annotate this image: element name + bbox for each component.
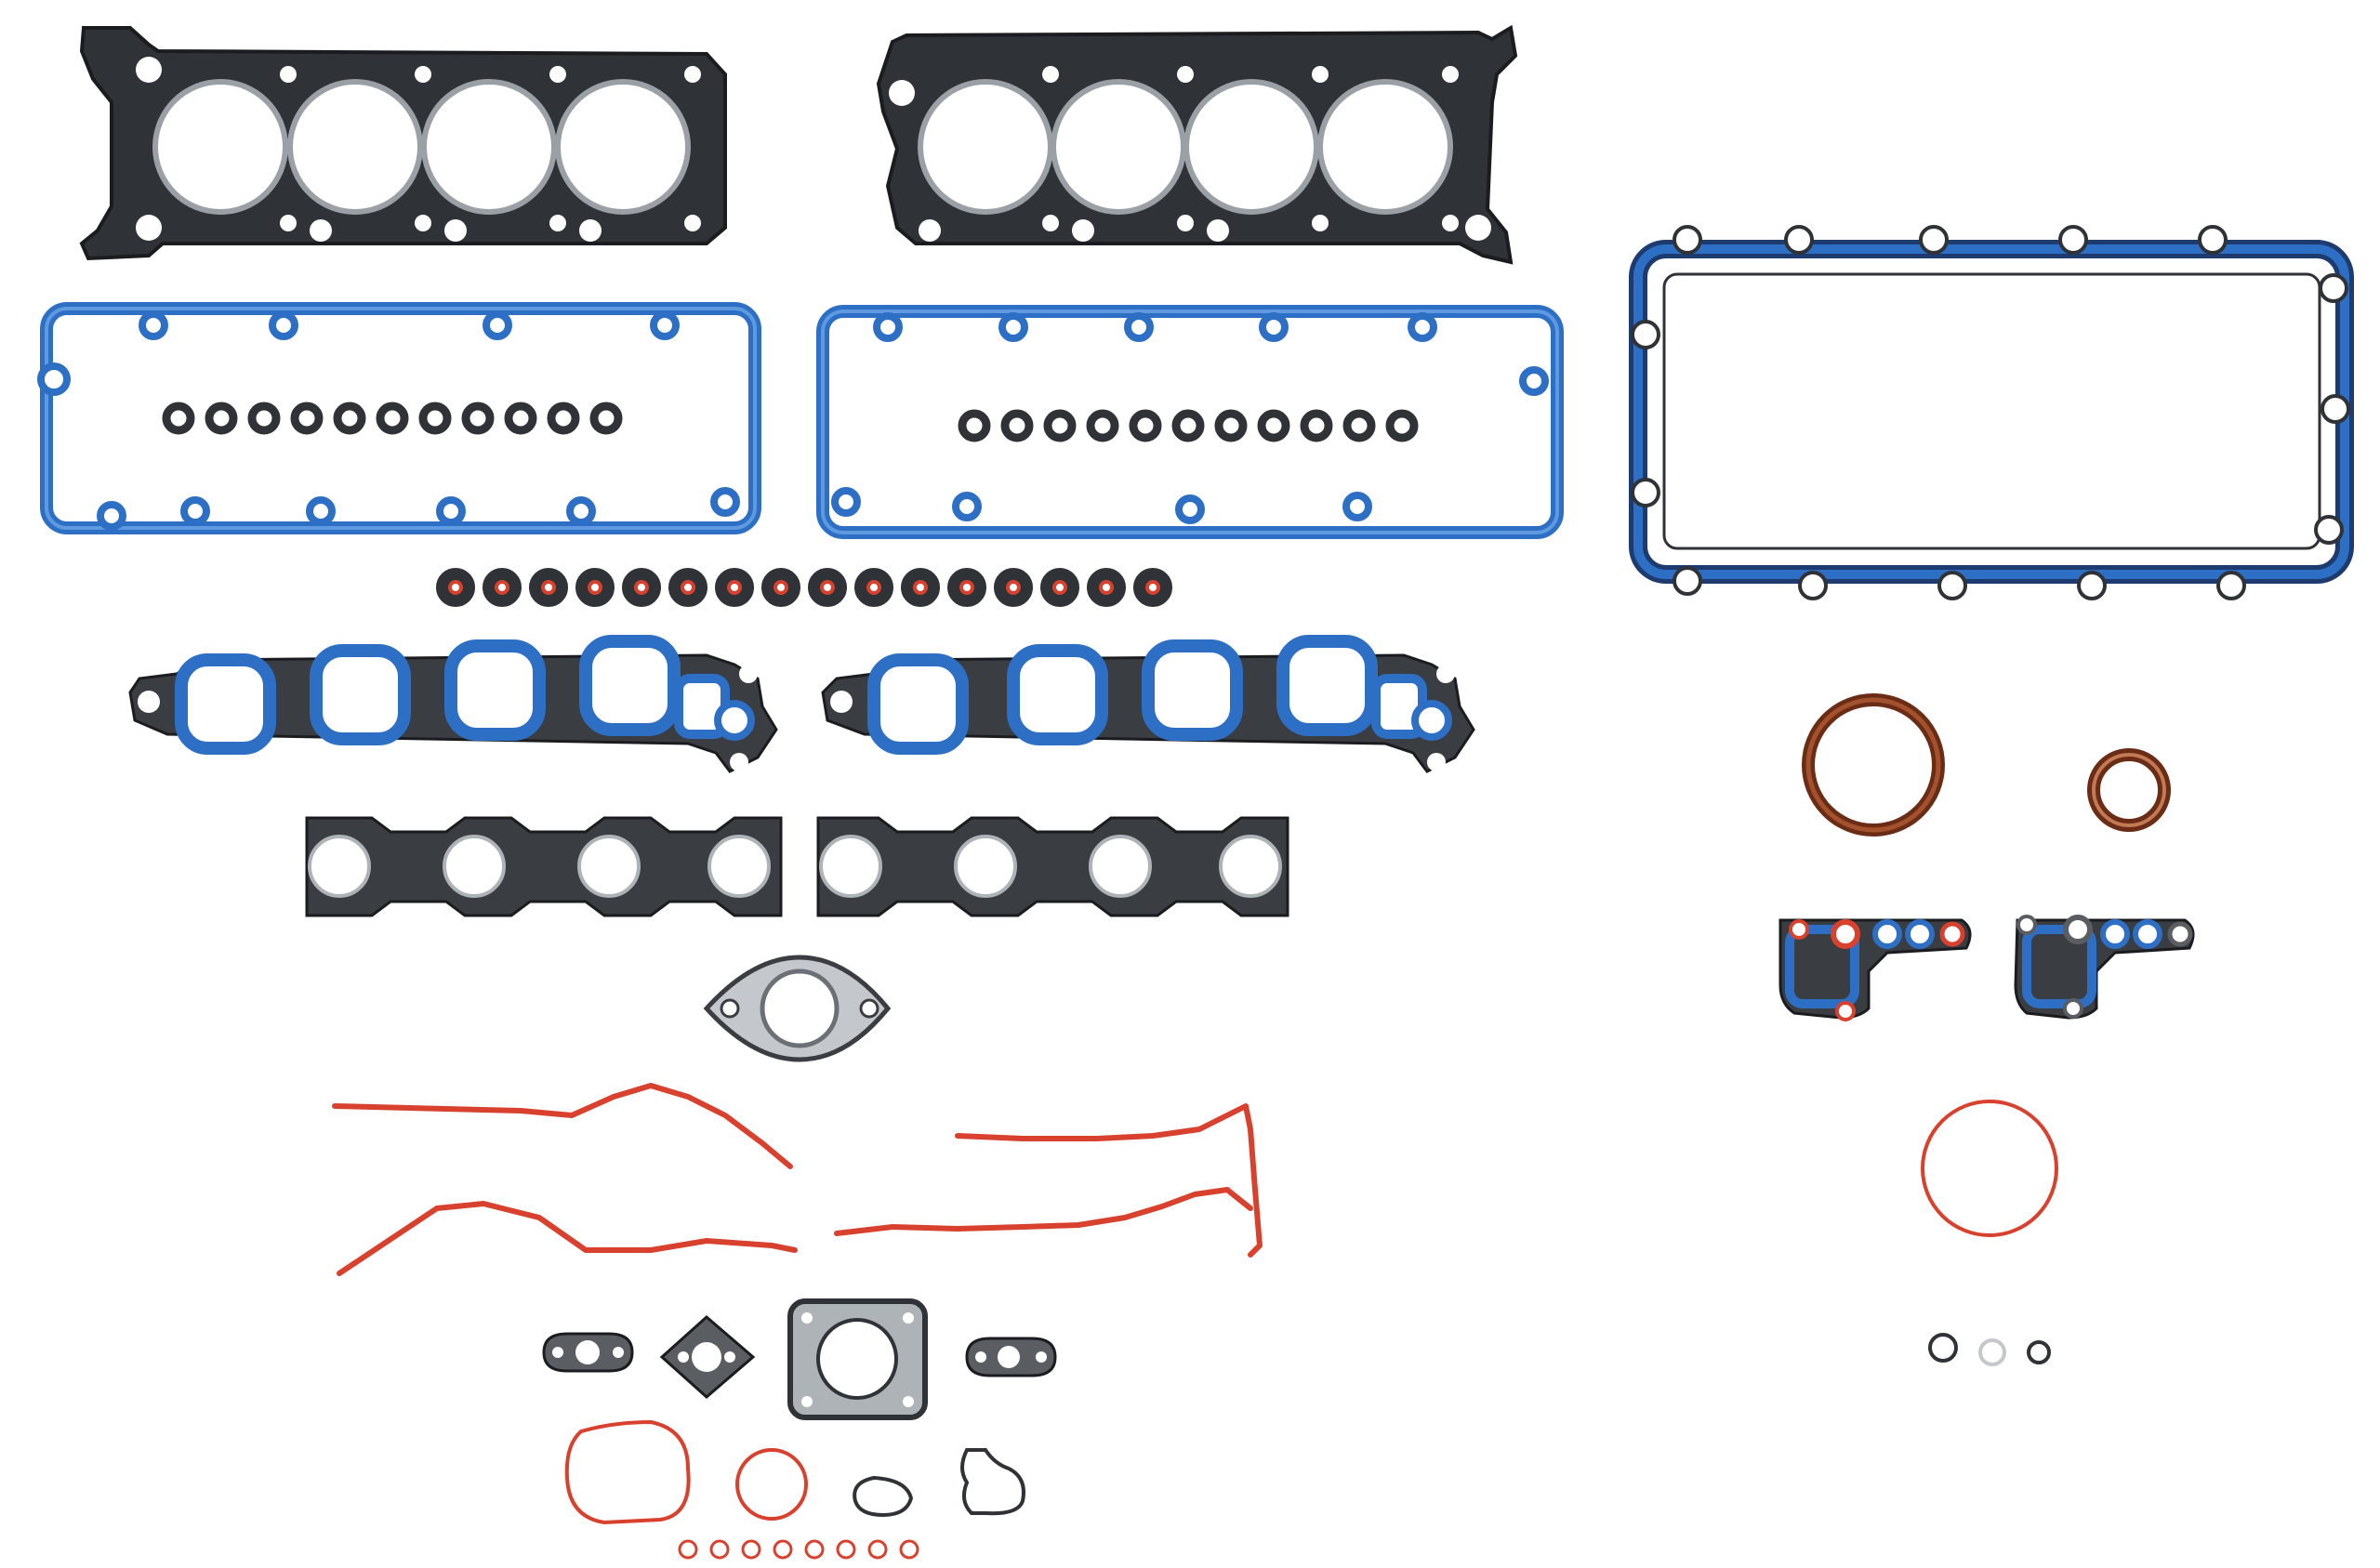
valve-stem-seal-core (681, 580, 695, 595)
tiny-red-o-ring (867, 1539, 888, 1560)
intake-manifold-gasket-right (821, 635, 1475, 773)
tube-seal (1086, 409, 1119, 442)
red-o-ring-round (735, 1448, 808, 1521)
timing-cover-gasket-upper-left (332, 1083, 793, 1169)
tube-seal (1043, 409, 1077, 442)
valve-stem-seal-core (1006, 580, 1021, 595)
tube-seal (205, 402, 238, 435)
valve-stem-seal-core (1145, 580, 1160, 595)
valve-stem-seal-core (1099, 580, 1114, 595)
large-red-o-ring (1921, 1100, 2058, 1237)
valve-stem-seal-core (1052, 580, 1067, 595)
tube-seal (1385, 409, 1419, 442)
tube-seal (418, 402, 452, 435)
valve-stem-seal-core (727, 580, 742, 595)
valve-cover-gasket-left (37, 302, 761, 534)
valve-stem-seal-core (866, 580, 881, 595)
tube-seal (333, 402, 366, 435)
valve-stem-seal-core (959, 580, 974, 595)
exhaust-manifold-gasket-left (305, 816, 783, 917)
valve-stem-seal-core (634, 580, 649, 595)
small-black-seal-2 (960, 1448, 1025, 1516)
small-flange-gasket-1 (542, 1332, 634, 1373)
valve-stem-seal-core (774, 580, 788, 595)
tiny-red-o-ring (804, 1539, 825, 1560)
timing-cover-gaskets (332, 1083, 1263, 1276)
valve-stem-seal-core (820, 580, 835, 595)
egr-flange-gasket (703, 955, 892, 1062)
tube-seal (247, 402, 281, 435)
tube-seal (958, 409, 991, 442)
front-crank-seal (2087, 748, 2171, 832)
tube-seal (1171, 409, 1205, 442)
spark-plug-tube-seals-left (162, 402, 623, 435)
valve-stem-seal-core (448, 580, 463, 595)
tube-seal (1000, 409, 1034, 442)
tiny-red-o-ring (773, 1539, 793, 1560)
oil-cooler-adapter-gasket-left (1778, 918, 1972, 1021)
tube-seal (589, 402, 623, 435)
tiny-red-o-ring (678, 1539, 698, 1560)
tube-seal (504, 402, 537, 435)
tiny-red-o-ring (899, 1539, 919, 1560)
cylinder-head-gasket-right (876, 24, 1518, 265)
throttle-body-gasket (787, 1298, 928, 1420)
red-o-ring-large-oval (564, 1419, 691, 1525)
tube-seal (461, 402, 495, 435)
tiny-red-o-ring (836, 1539, 856, 1560)
small-flange-gasket-3 (965, 1337, 1057, 1377)
exhaust-manifold-gasket-right (816, 816, 1289, 917)
small-black-seal-1 (853, 1475, 914, 1518)
timing-cover-gasket-lower-left (337, 1201, 798, 1276)
tube-seal (547, 402, 580, 435)
tube-seal (376, 402, 409, 435)
tube-seal (1300, 409, 1333, 442)
tube-seal (1129, 409, 1162, 442)
cylinder-head-gasket-left (79, 26, 727, 261)
small-flange-gasket-2 (659, 1315, 756, 1399)
tube-seal (1257, 409, 1290, 442)
tube-seal (290, 402, 324, 435)
timing-cover-gasket-lower-right (834, 1187, 1253, 1236)
valve-stem-seal-core (913, 580, 928, 595)
intake-manifold-gasket-left (128, 635, 778, 773)
tiny-red-o-rings (678, 1539, 919, 1560)
timing-cover-gasket-upper-right (955, 1103, 1263, 1258)
rear-main-seal (1802, 693, 1945, 837)
tube-seal (1214, 409, 1248, 442)
valve-stem-seal-core (541, 580, 556, 595)
tiny-red-o-ring (709, 1539, 730, 1560)
spark-plug-tube-seals-right (958, 409, 1419, 442)
oil-pan-gasket (1629, 225, 2354, 600)
tube-seal (1342, 409, 1376, 442)
small-o-rings (1928, 1333, 2051, 1366)
valve-stem-seal-core (588, 580, 602, 595)
tiny-red-o-ring (741, 1539, 761, 1560)
tube-seal (162, 402, 195, 435)
valve-stem-seal-core (495, 580, 509, 595)
oil-cooler-adapter-gasket-right (2014, 915, 2195, 1020)
valve-cover-gasket-right (816, 305, 1564, 539)
valve-stem-seals (436, 568, 1172, 607)
